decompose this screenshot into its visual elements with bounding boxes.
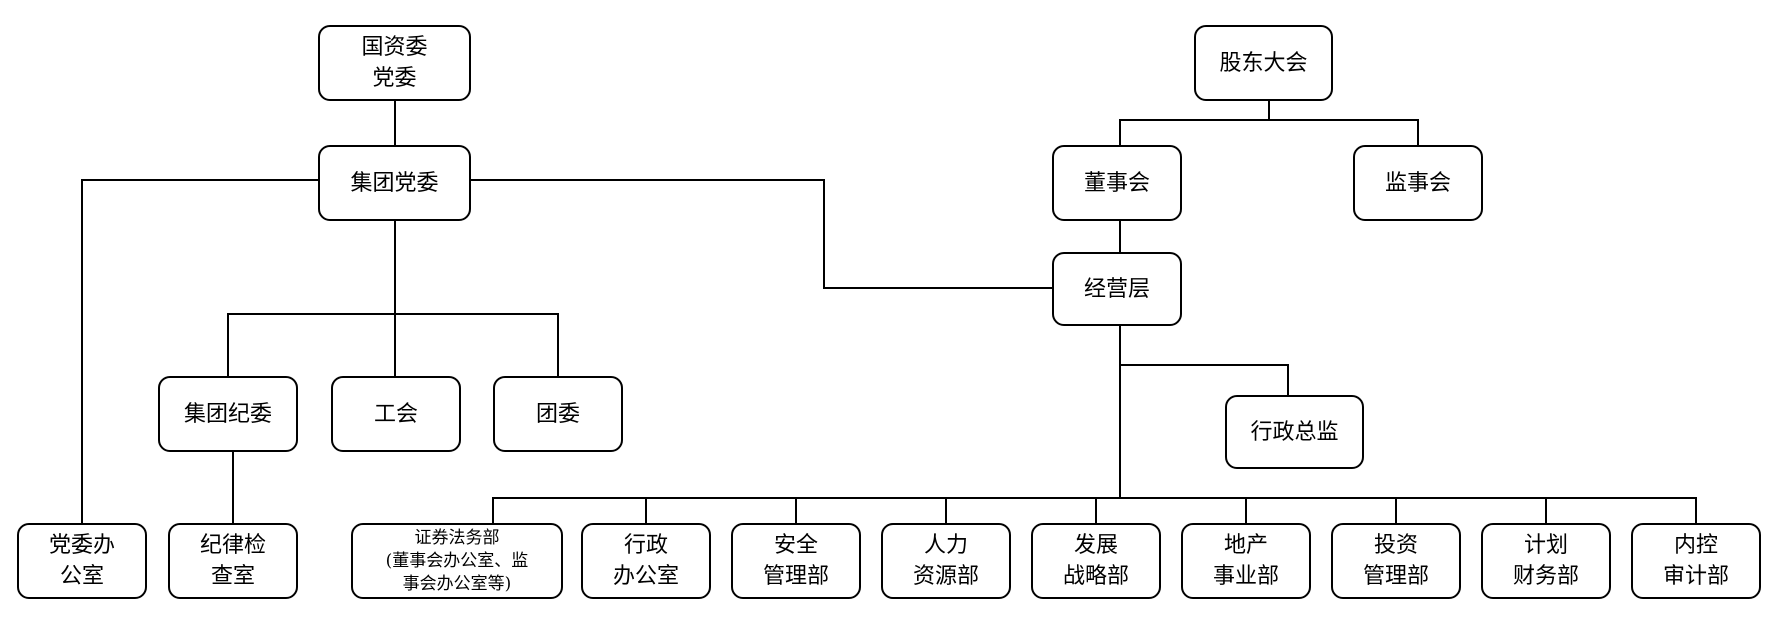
box-party-office-label: 党委办 公室 (48, 533, 115, 589)
box-management: 经营层 (1052, 252, 1182, 326)
box-supervisors: 监事会 (1353, 145, 1483, 221)
box-dept-investment-label: 投资 管理部 (1362, 533, 1429, 589)
box-sasac-party: 国资委 党委 (318, 25, 471, 101)
box-dept-admin-office-label: 行政 办公室 (612, 533, 679, 589)
box-admin-director: 行政总监 (1225, 395, 1364, 469)
box-dept-admin-office: 行政 办公室 (581, 523, 711, 599)
box-supervisors-label: 监事会 (1384, 170, 1451, 196)
line-group-party-office (81, 179, 318, 523)
box-dept-real-estate-label: 地产 事业部 (1212, 533, 1279, 589)
box-board: 董事会 (1052, 145, 1182, 221)
box-discipline-office-label: 纪律检 查室 (199, 533, 266, 589)
line-management-admin-director (1119, 325, 1289, 395)
box-dept-securities-legal-label: 证券法务部 (董事会办公室、监 事会办公室等) (385, 527, 529, 594)
box-youth-league-label: 团委 (535, 401, 580, 427)
box-dept-investment: 投资 管理部 (1331, 523, 1461, 599)
box-dept-real-estate: 地产 事业部 (1181, 523, 1311, 599)
box-discipline-office: 纪律检 查室 (168, 523, 298, 599)
box-management-label: 经营层 (1083, 276, 1150, 302)
box-admin-director-label: 行政总监 (1250, 419, 1339, 445)
box-dept-audit: 内控 审计部 (1631, 523, 1761, 599)
box-party-office: 党委办 公室 (17, 523, 147, 599)
box-dept-strategy: 发展 战略部 (1031, 523, 1161, 599)
box-dept-safety: 安全 管理部 (731, 523, 861, 599)
box-group-discipline: 集团纪委 (158, 376, 298, 452)
box-group-party-label: 集团党委 (350, 170, 439, 196)
box-dept-audit-label: 内控 审计部 (1662, 533, 1729, 589)
box-dept-securities-legal: 证券法务部 (董事会办公室、监 事会办公室等) (351, 523, 563, 599)
box-shareholders: 股东大会 (1194, 25, 1333, 101)
line-department-bus (492, 497, 1697, 523)
box-shareholders-label: 股东大会 (1219, 50, 1308, 76)
box-dept-hr: 人力 资源部 (881, 523, 1011, 599)
box-sasac-party-label: 国资委 党委 (361, 35, 428, 91)
line-group-party-management (470, 179, 1052, 289)
box-dept-strategy-label: 发展 战略部 (1062, 533, 1129, 589)
box-dept-finance-label: 计划 财务部 (1512, 533, 1579, 589)
box-group-discipline-label: 集团纪委 (183, 401, 272, 427)
box-dept-safety-label: 安全 管理部 (762, 533, 829, 589)
box-union-label: 工会 (373, 401, 418, 427)
box-dept-hr-label: 人力 资源部 (912, 533, 979, 589)
line-shareholders-branches (1119, 119, 1419, 145)
box-board-label: 董事会 (1083, 170, 1150, 196)
box-youth-league: 团委 (493, 376, 623, 452)
box-dept-finance: 计划 财务部 (1481, 523, 1611, 599)
box-union: 工会 (331, 376, 461, 452)
box-group-party: 集团党委 (318, 145, 471, 221)
line-group-party-branches (227, 313, 559, 376)
